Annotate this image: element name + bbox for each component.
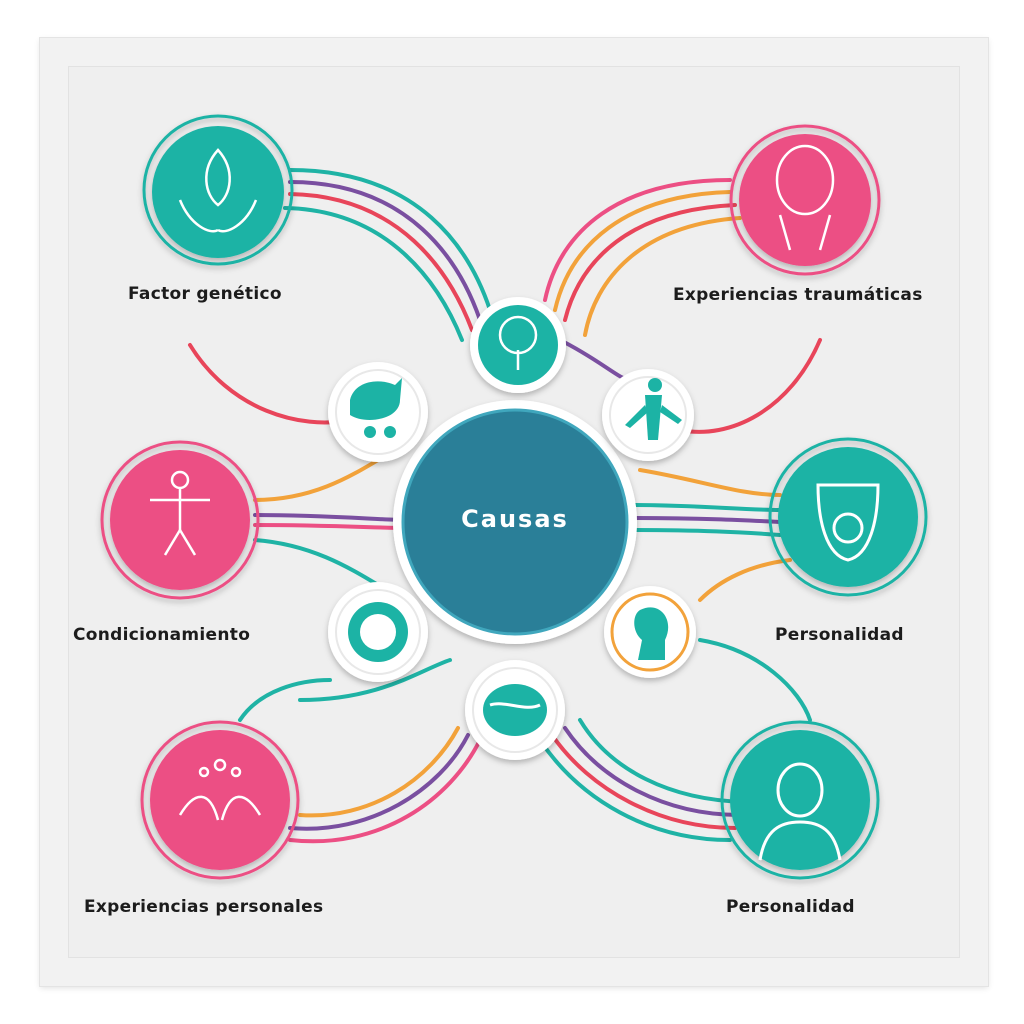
head-profile-icon <box>634 607 669 660</box>
satellite-brain[interactable] <box>465 660 565 760</box>
node-condicionamiento[interactable] <box>100 440 260 600</box>
hands-leaf-icon <box>178 148 258 233</box>
label-experiencias-personales: Experiencias personales <box>84 897 324 917</box>
satellite-cart[interactable] <box>328 362 428 462</box>
label-condicionamiento: Condicionamiento <box>73 625 251 645</box>
node-experiencias-personales[interactable] <box>140 720 300 880</box>
satellite-tree[interactable] <box>470 297 566 393</box>
center-hub <box>393 400 637 644</box>
satellite-flower[interactable] <box>328 582 428 682</box>
stick-figure-icon <box>150 470 210 556</box>
node-personalidad-1[interactable] <box>768 437 928 597</box>
connector-lines <box>188 168 822 844</box>
cart-icon <box>350 378 402 438</box>
label-factor-genetico: Factor genético <box>128 284 282 304</box>
person-icon <box>758 762 842 861</box>
satellite-dancer[interactable] <box>602 369 694 461</box>
flower-icon <box>348 602 408 662</box>
label-personalidad-1: Personalidad <box>775 625 904 645</box>
brain-icon <box>483 684 547 736</box>
open-hands-icon <box>178 758 262 821</box>
distressed-face-icon <box>775 144 835 251</box>
satellite-head[interactable] <box>604 586 696 678</box>
node-experiencias-traumaticas[interactable] <box>729 124 881 276</box>
glass-icon <box>816 483 880 562</box>
center-label: Causas <box>461 505 569 533</box>
node-personalidad-2[interactable] <box>720 720 880 880</box>
label-personalidad-2: Personalidad <box>726 897 855 917</box>
dancer-icon <box>625 378 682 440</box>
node-factor-genetico[interactable] <box>142 114 294 266</box>
label-experiencias-traumaticas: Experiencias traumáticas <box>673 285 923 305</box>
tree-icon <box>498 315 538 370</box>
